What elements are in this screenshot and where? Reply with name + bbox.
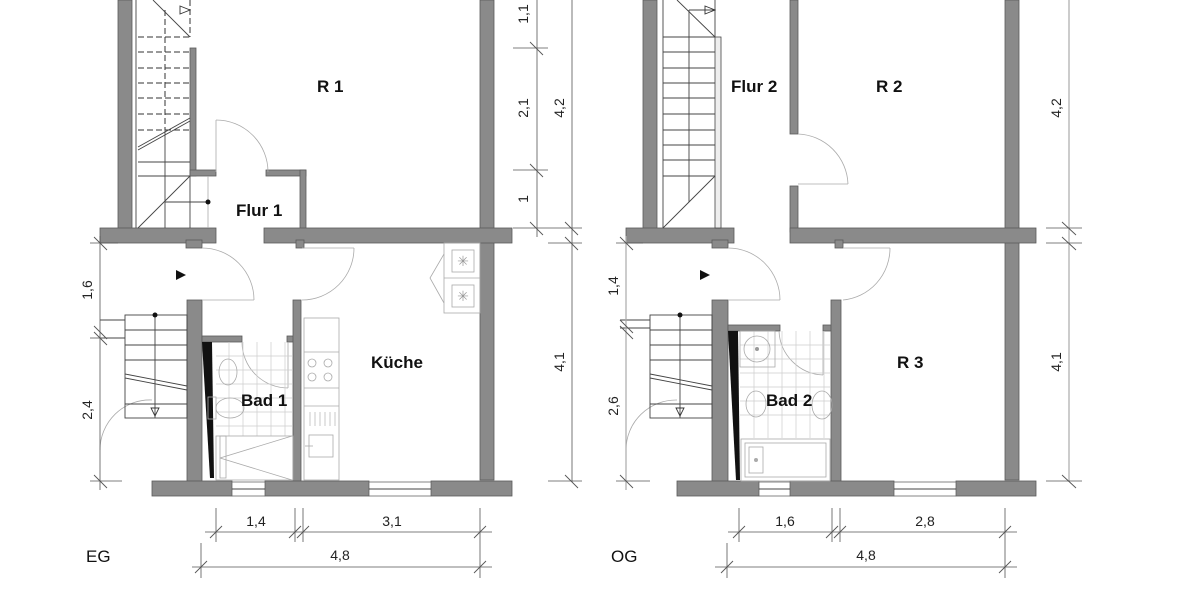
room-label-kueche: Küche — [371, 353, 423, 372]
room-label-r3: R 3 — [897, 353, 923, 372]
dimension-left-og: 1,4 2,6 — [605, 236, 650, 490]
bathroom-fixtures-og — [728, 330, 833, 482]
dim-1-1: 1,1 — [515, 4, 531, 24]
walls-og — [625, 0, 1037, 497]
walls-eg — [99, 0, 513, 497]
dim-2-1: 2,1 — [515, 98, 531, 118]
staircase-entrance-eg — [100, 312, 188, 419]
room-label-flur2: Flur 2 — [731, 77, 777, 96]
bathroom-fixtures-eg — [202, 342, 294, 481]
room-label-flur1: Flur 1 — [236, 201, 282, 220]
dim-1-4: 1,4 — [605, 276, 621, 296]
dim-4-2: 4,2 — [1048, 98, 1064, 118]
dim-1-4: 1,4 — [246, 513, 266, 529]
room-label-r1: R 1 — [317, 77, 343, 96]
doors-og — [625, 133, 891, 451]
svg-text:✳: ✳ — [457, 289, 469, 305]
room-label-bad1: Bad 1 — [241, 391, 287, 410]
dim-4-1: 4,1 — [1048, 352, 1064, 372]
dimension-right-og: 4,2 4,1 — [1046, 0, 1082, 489]
dim-4-2: 4,2 — [551, 98, 567, 118]
room-label-r2: R 2 — [876, 77, 902, 96]
dim-2-4: 2,4 — [79, 400, 95, 420]
dim-1-6: 1,6 — [79, 280, 95, 300]
plan-og: R 2 Flur 2 R 3 Bad 2 4,2 4,1 1,4 2,6 — [605, 0, 1082, 578]
dim-2-6: 2,6 — [605, 396, 621, 416]
dim-4-1: 4,1 — [551, 352, 567, 372]
entrance-arrow-icon — [700, 270, 710, 280]
dim-3-1: 3,1 — [382, 513, 402, 529]
dimension-right-eg: 1,1 2,1 1 4,2 4,1 — [513, 0, 582, 489]
dim-4-8: 4,8 — [856, 547, 876, 563]
staircase-entrance-og — [620, 312, 713, 419]
staircase-upper-eg — [135, 0, 211, 229]
dimension-left-eg: 1,6 2,4 — [79, 236, 122, 490]
dimension-bottom-eg: 1,4 3,1 4,8 — [192, 508, 492, 578]
kitchen-fixtures-eg: ✳ ✳ — [303, 242, 481, 481]
plan-eg: ✳ ✳ R 1 Flur 1 Küche Bad 1 1,1 2,1 1 — [79, 0, 582, 578]
floor-label-og: OG — [611, 547, 637, 566]
dimension-bottom-og: 1,6 2,8 4,8 — [715, 508, 1017, 578]
floor-label-eg: EG — [86, 547, 111, 566]
dim-4-8: 4,8 — [330, 547, 350, 563]
room-label-bad2: Bad 2 — [766, 391, 812, 410]
dim-1-6: 1,6 — [775, 513, 795, 529]
doors-eg — [99, 119, 355, 451]
staircase-upper-og — [662, 0, 722, 229]
dim-1: 1 — [515, 195, 531, 203]
entrance-arrow-icon — [176, 270, 186, 280]
svg-text:✳: ✳ — [457, 254, 469, 270]
dim-2-8: 2,8 — [915, 513, 935, 529]
